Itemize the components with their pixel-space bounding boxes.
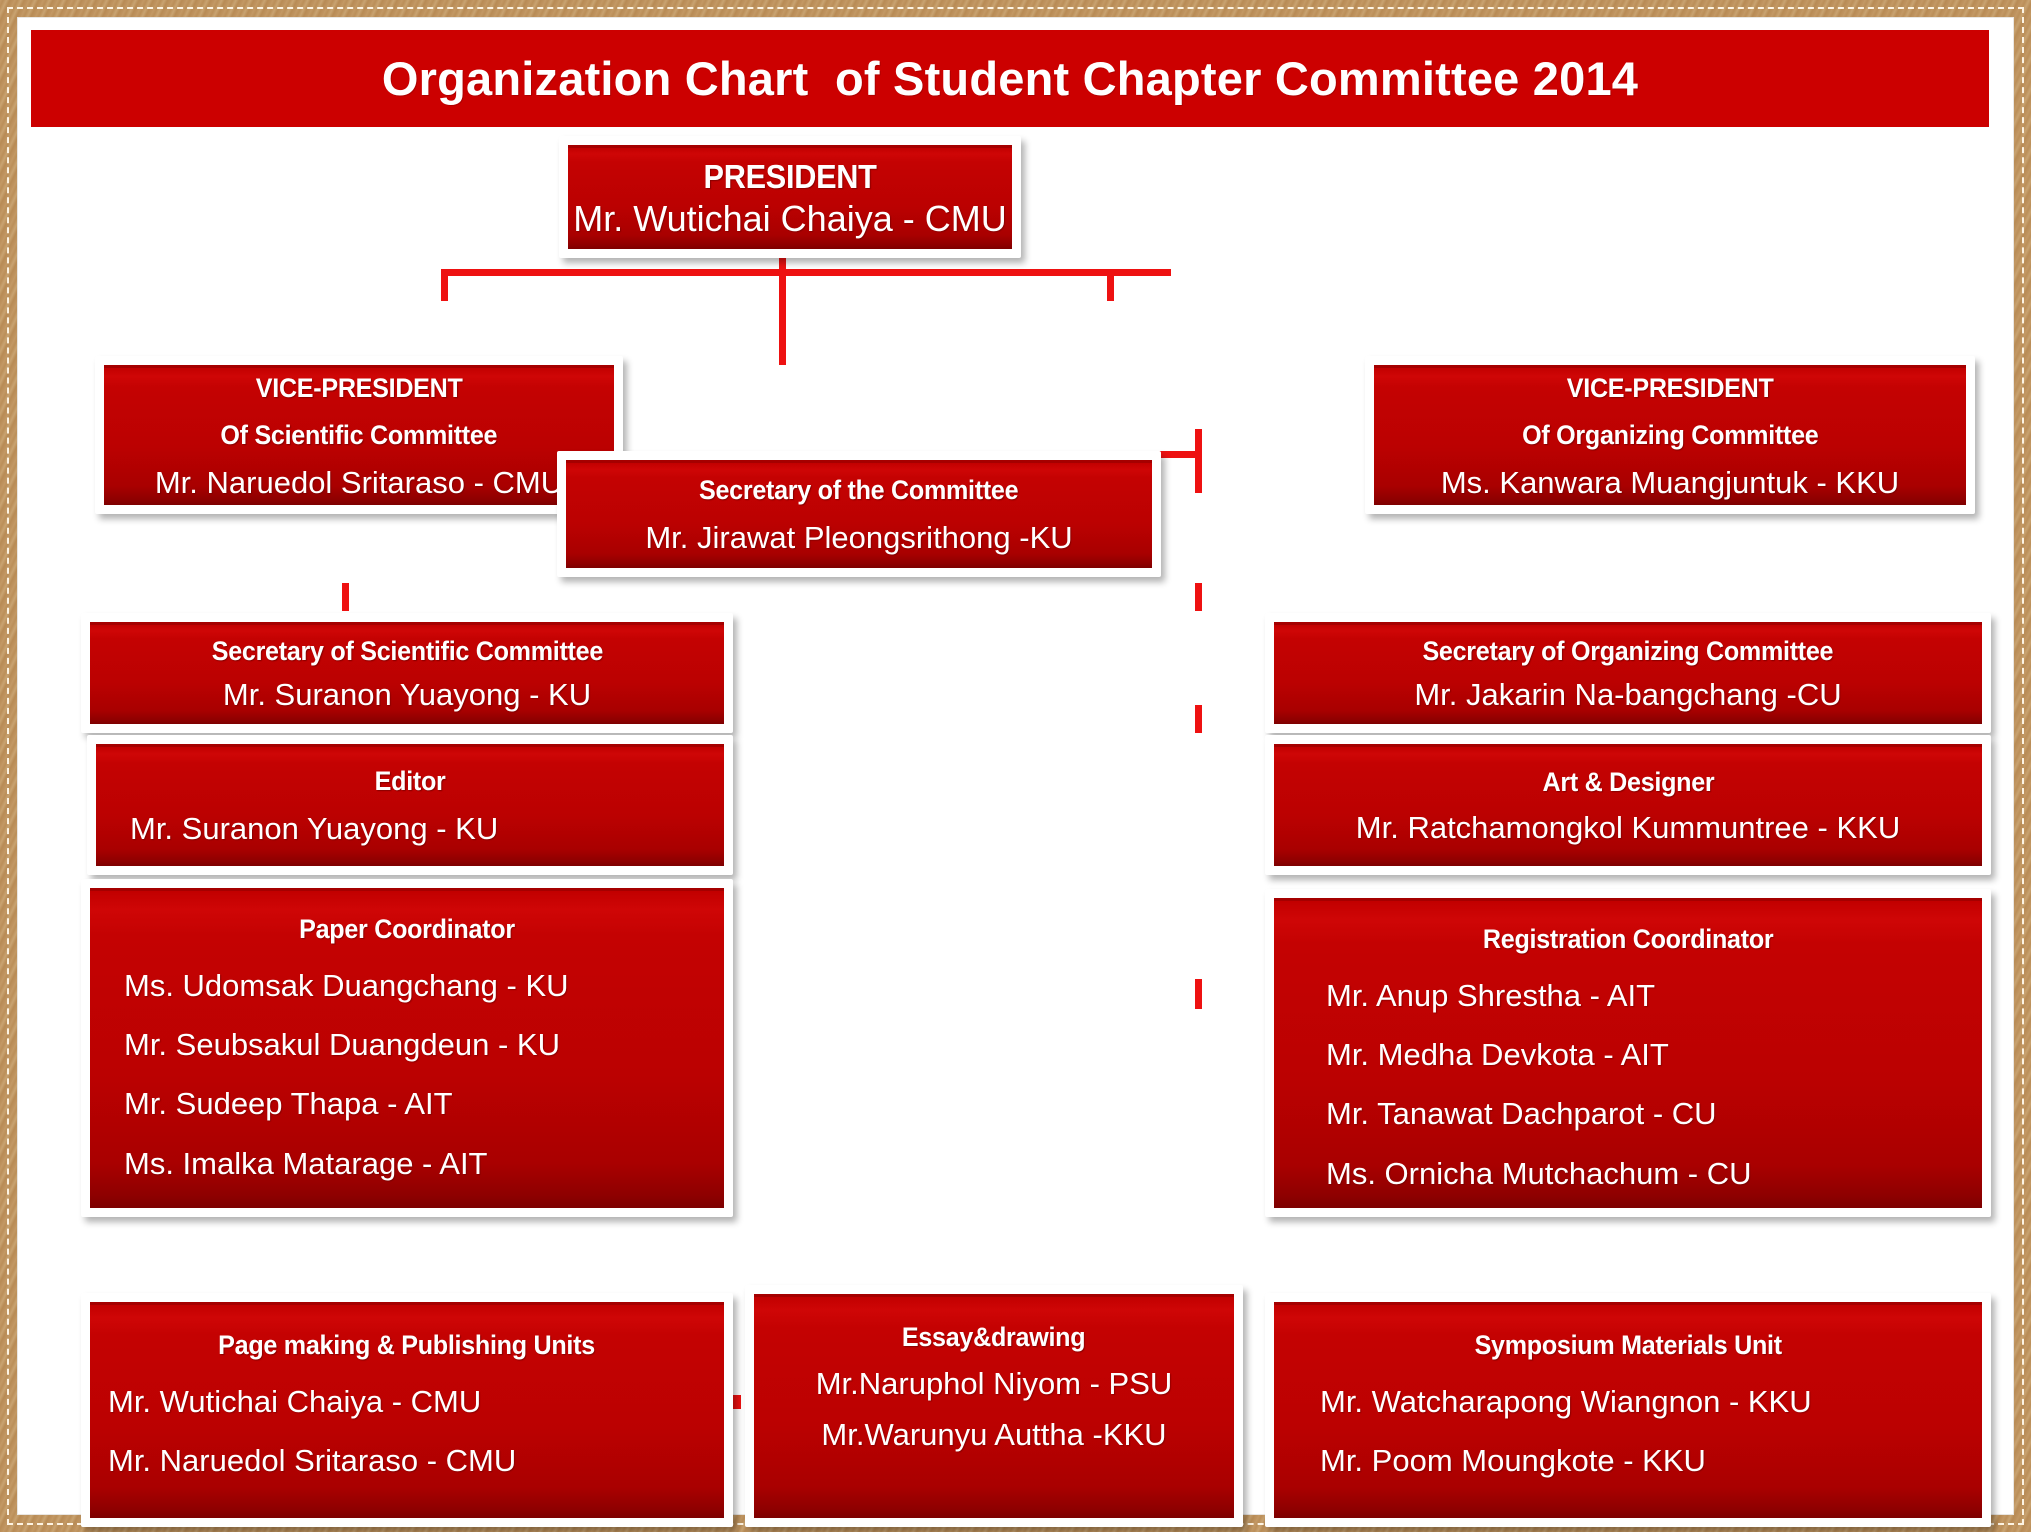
node-vp-organizing-body: VICE-PRESIDENT Of Organizing Committee M… bbox=[1374, 365, 1966, 505]
node-paper-coordinator-body: Paper Coordinator Ms. Udomsak Duangchang… bbox=[90, 888, 724, 1208]
connector-secsci-editor bbox=[342, 583, 349, 611]
node-paper-coordinator-members: Ms. Udomsak Duangchang - KU Mr. Seubsaku… bbox=[90, 956, 724, 1193]
node-registration-coordinator-member-0: Mr. Anup Shrestha - AIT bbox=[1326, 977, 1656, 1013]
node-registration-coordinator-member-3: Ms. Ornicha Mutchachum - CU bbox=[1326, 1155, 1752, 1191]
node-page-making[interactable]: Page making & Publishing Units Mr. Wutic… bbox=[81, 1293, 733, 1527]
node-vp-scientific-title-line1: VICE-PRESIDENT bbox=[255, 372, 463, 403]
node-registration-coordinator[interactable]: Registration Coordinator Mr. Anup Shrest… bbox=[1265, 889, 1991, 1217]
node-editor-members: Mr. Suranon Yuayong - KU bbox=[96, 810, 724, 847]
node-secretary-scientific-title: Secretary of Scientific Committee bbox=[211, 636, 603, 667]
node-secretary-committee[interactable]: Secretary of the Committee Mr. Jirawat P… bbox=[557, 451, 1161, 577]
node-art-designer-title: Art & Designer bbox=[1542, 767, 1714, 798]
node-art-designer-body: Art & Designer Mr. Ratchamongkol Kummunt… bbox=[1274, 744, 1982, 866]
frame-stitch-right-icon bbox=[2022, 7, 2024, 1525]
node-symposium-materials-member-1: Mr. Poom Moungkote - KKU bbox=[1320, 1443, 1706, 1479]
node-secretary-committee-title: Secretary of the Committee bbox=[699, 475, 1019, 506]
node-vp-scientific-body: VICE-PRESIDENT Of Scientific Committee M… bbox=[104, 365, 614, 505]
node-editor-title: Editor bbox=[374, 766, 446, 797]
connector-vp-organizing-down bbox=[1195, 429, 1202, 493]
node-secretary-scientific-member-0: Mr. Suranon Yuayong - KU bbox=[222, 677, 592, 713]
node-page-making-title: Page making & Publishing Units bbox=[218, 1330, 596, 1360]
connector-drop-secretary-committee bbox=[779, 269, 786, 365]
node-secretary-organizing[interactable]: Secretary of Organizing Committee Mr. Ja… bbox=[1265, 613, 1991, 733]
node-paper-coordinator[interactable]: Paper Coordinator Ms. Udomsak Duangchang… bbox=[81, 879, 733, 1217]
node-page-making-member-1: Mr. Naruedol Sritaraso - CMU bbox=[108, 1443, 517, 1479]
node-symposium-materials[interactable]: Symposium Materials Unit Mr. Watcharapon… bbox=[1265, 1293, 1991, 1527]
node-vp-organizing-title-line2: Of Organizing Committee bbox=[1521, 419, 1819, 450]
node-registration-coordinator-member-2: Mr. Tanawat Dachparot - CU bbox=[1326, 1096, 1717, 1132]
node-secretary-organizing-title: Secretary of Organizing Committee bbox=[1422, 636, 1834, 667]
node-paper-coordinator-member-1: Mr. Seubsakul Duangdeun - KU bbox=[124, 1027, 560, 1063]
node-page-making-body: Page making & Publishing Units Mr. Wutic… bbox=[90, 1302, 724, 1518]
node-registration-coordinator-title: Registration Coordinator bbox=[1482, 924, 1774, 954]
frame-stitch-left-icon bbox=[7, 7, 9, 1525]
node-essay-drawing-member-0: Mr.Naruphol Niyom - PSU bbox=[815, 1365, 1173, 1401]
node-essay-drawing[interactable]: Essay&drawing Mr.Naruphol Niyom - PSU Mr… bbox=[745, 1285, 1243, 1527]
node-registration-coordinator-members: Mr. Anup Shrestha - AIT Mr. Medha Devkot… bbox=[1274, 966, 1982, 1203]
node-essay-drawing-member-1: Mr.Warunyu Auttha -KKU bbox=[821, 1417, 1167, 1453]
node-editor-body: Editor Mr. Suranon Yuayong - KU bbox=[96, 744, 724, 866]
connector-secorg-art bbox=[1195, 583, 1202, 611]
connector-art-registration bbox=[1195, 705, 1202, 733]
node-symposium-materials-title: Symposium Materials Unit bbox=[1474, 1330, 1782, 1360]
node-paper-coordinator-member-3: Ms. Imalka Matarage - AIT bbox=[124, 1145, 488, 1181]
node-vp-organizing-title-line1: VICE-PRESIDENT bbox=[1566, 372, 1774, 403]
node-president[interactable]: PRESIDENT Mr. Wutichai Chaiya - CMU bbox=[559, 136, 1021, 258]
node-secretary-committee-member-0: Mr. Jirawat Pleongsrithong -KU bbox=[645, 520, 1073, 556]
frame-stitch-top-icon bbox=[7, 7, 2024, 9]
connector-registration-symposium bbox=[1195, 979, 1202, 1009]
node-page-making-member-0: Mr. Wutichai Chaiya - CMU bbox=[108, 1383, 482, 1419]
node-page-making-members: Mr. Wutichai Chaiya - CMU Mr. Naruedol S… bbox=[90, 1372, 724, 1490]
chart-canvas: Organization Chart of Student Chapter Co… bbox=[17, 17, 2014, 1527]
node-paper-coordinator-member-2: Mr. Sudeep Thapa - AIT bbox=[124, 1086, 453, 1122]
node-vp-scientific[interactable]: VICE-PRESIDENT Of Scientific Committee M… bbox=[95, 356, 623, 514]
node-vp-scientific-title-line2: Of Scientific Committee bbox=[220, 419, 498, 450]
node-secretary-organizing-member-0: Mr. Jakarin Na-bangchang -CU bbox=[1414, 677, 1842, 713]
node-president-title: PRESIDENT bbox=[703, 157, 877, 195]
chart-title-banner: Organization Chart of Student Chapter Co… bbox=[31, 30, 1989, 127]
node-secretary-scientific[interactable]: Secretary of Scientific Committee Mr. Su… bbox=[81, 613, 733, 733]
node-essay-drawing-body: Essay&drawing Mr.Naruphol Niyom - PSU Mr… bbox=[754, 1294, 1234, 1518]
node-art-designer-member-0: Mr. Ratchamongkol Kummuntree - KKU bbox=[1355, 810, 1901, 846]
node-editor[interactable]: Editor Mr. Suranon Yuayong - KU bbox=[87, 735, 733, 875]
node-president-body: PRESIDENT Mr. Wutichai Chaiya - CMU bbox=[568, 145, 1012, 249]
node-art-designer[interactable]: Art & Designer Mr. Ratchamongkol Kummunt… bbox=[1265, 735, 1991, 875]
node-secretary-committee-body: Secretary of the Committee Mr. Jirawat P… bbox=[566, 460, 1152, 568]
chart-inner-frame: Organization Chart of Student Chapter Co… bbox=[17, 17, 2014, 1527]
node-registration-coordinator-member-1: Mr. Medha Devkota - AIT bbox=[1326, 1037, 1669, 1073]
node-editor-member-0: Mr. Suranon Yuayong - KU bbox=[130, 811, 499, 847]
connector-drop-vp-scientific bbox=[441, 269, 448, 301]
node-secretary-scientific-body: Secretary of Scientific Committee Mr. Su… bbox=[90, 622, 724, 724]
node-president-member-0: Mr. Wutichai Chaiya - CMU bbox=[573, 198, 1007, 240]
node-paper-coordinator-title: Paper Coordinator bbox=[299, 914, 515, 944]
connector-bus-right bbox=[779, 269, 1114, 276]
page-title: Organization Chart of Student Chapter Co… bbox=[381, 52, 1639, 105]
node-vp-organizing[interactable]: VICE-PRESIDENT Of Organizing Committee M… bbox=[1365, 356, 1975, 514]
node-essay-drawing-title: Essay&drawing bbox=[902, 1322, 1086, 1352]
node-symposium-materials-body: Symposium Materials Unit Mr. Watcharapon… bbox=[1274, 1302, 1982, 1518]
connector-drop-vp-organizing bbox=[1107, 269, 1114, 301]
node-secretary-organizing-body: Secretary of Organizing Committee Mr. Ja… bbox=[1274, 622, 1982, 724]
node-vp-scientific-member-0: Mr. Naruedol Sritaraso - CMU bbox=[154, 464, 564, 500]
node-symposium-materials-member-0: Mr. Watcharapong Wiangnon - KKU bbox=[1320, 1383, 1812, 1419]
node-vp-organizing-member-0: Ms. Kanwara Muangjuntuk - KKU bbox=[1440, 464, 1900, 500]
node-essay-drawing-members: Mr.Naruphol Niyom - PSU Mr.Warunyu Autth… bbox=[754, 1358, 1234, 1460]
node-paper-coordinator-member-0: Ms. Udomsak Duangchang - KU bbox=[124, 967, 569, 1003]
node-registration-coordinator-body: Registration Coordinator Mr. Anup Shrest… bbox=[1274, 898, 1982, 1208]
node-symposium-materials-members: Mr. Watcharapong Wiangnon - KKU Mr. Poom… bbox=[1274, 1372, 1982, 1490]
